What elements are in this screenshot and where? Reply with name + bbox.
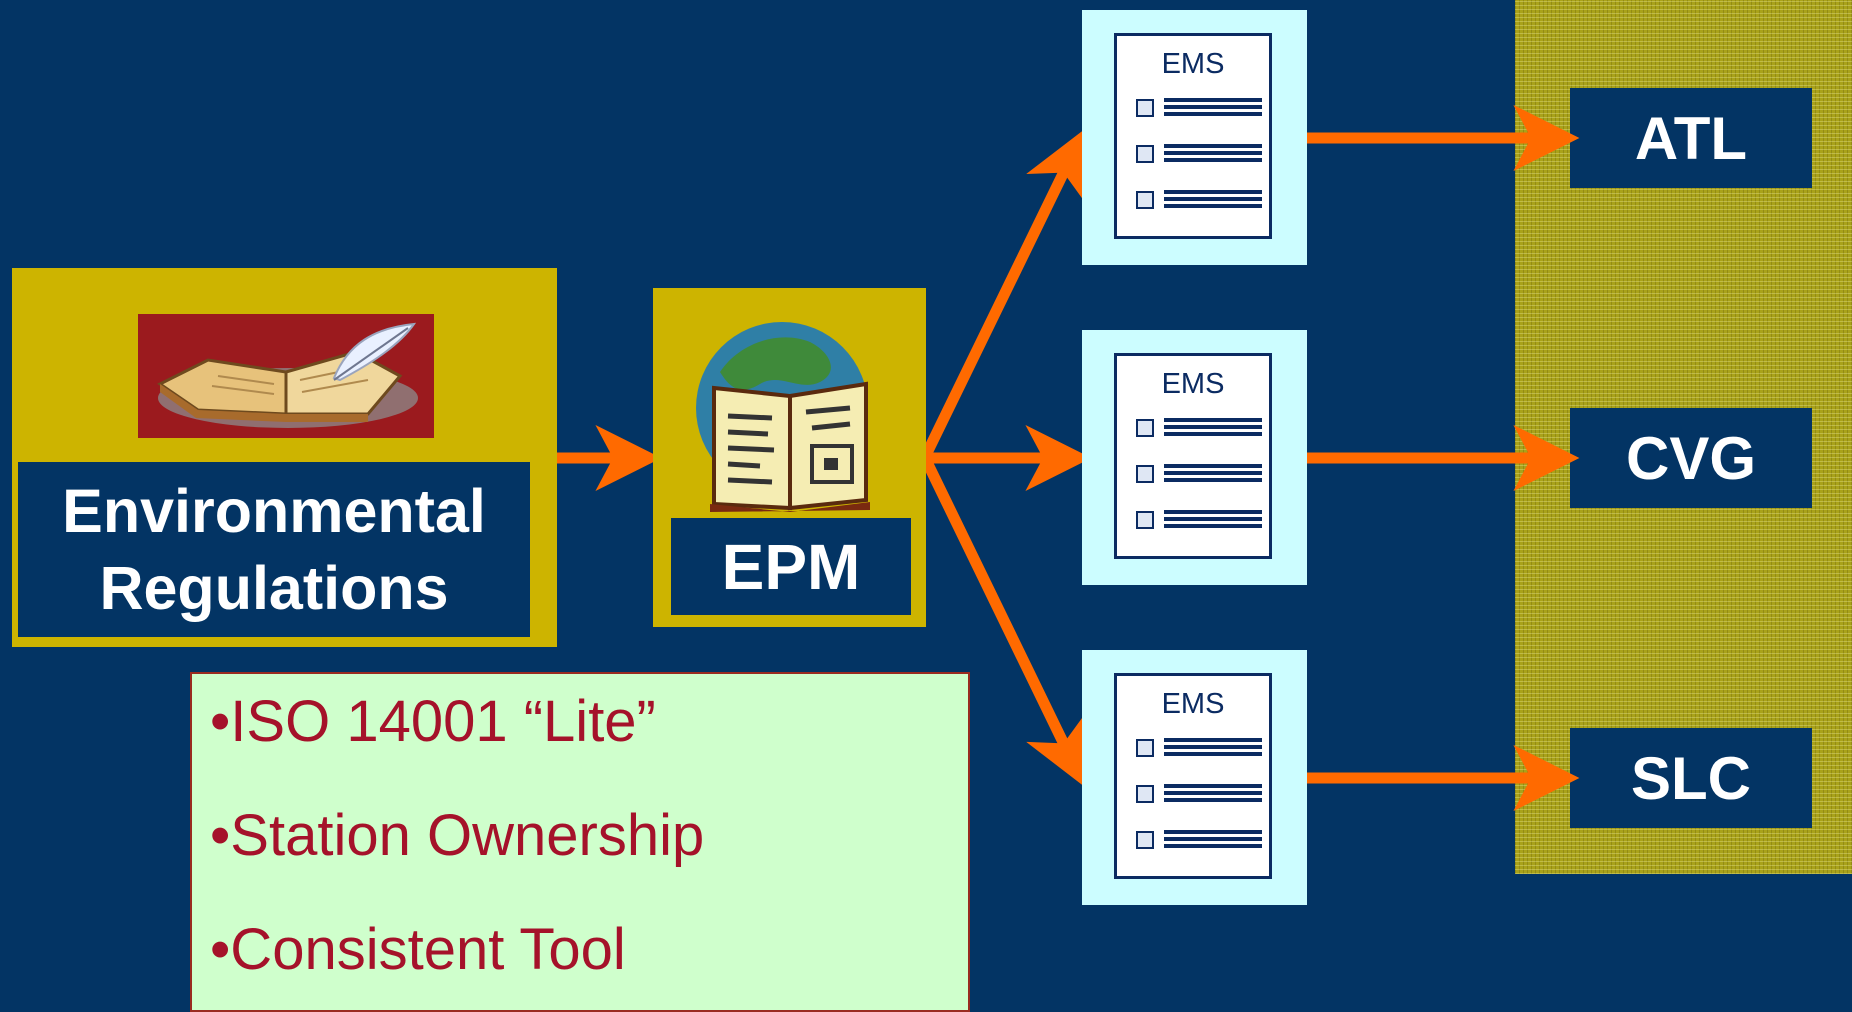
checklist-document-icon: EMS [1114, 673, 1272, 879]
epm-label: EPM [671, 518, 911, 615]
checkbox-icon [1136, 831, 1154, 849]
ems-title: EMS [1161, 48, 1225, 80]
ems-document-2: EMS [1082, 330, 1307, 585]
regulations-label-line1: Environmental [62, 476, 486, 545]
bullet-item: •ISO 14001 “Lite” [210, 689, 656, 754]
checkbox-icon [1136, 511, 1154, 529]
ems-document-1: EMS [1082, 10, 1307, 265]
checklist-row [1136, 142, 1262, 164]
checkbox-icon [1136, 785, 1154, 803]
checklist-row [1136, 462, 1262, 484]
checklist-row [1136, 96, 1262, 118]
globe-with-open-book-icon [690, 312, 890, 512]
site-cvg: CVG [1570, 408, 1812, 508]
key-points-box: •ISO 14001 “Lite” •Station Ownership •Co… [190, 672, 970, 1012]
bullet-item: •Station Ownership [210, 803, 705, 868]
checklist-row [1136, 188, 1262, 210]
ems-title: EMS [1161, 688, 1225, 720]
bullet-item: •Consistent Tool [210, 917, 626, 982]
checklist-row [1136, 782, 1262, 804]
checkbox-icon [1136, 145, 1154, 163]
open-book-with-quill-icon [138, 314, 434, 438]
checklist-document-icon: EMS [1114, 33, 1272, 239]
regulations-label: Environmental Regulations [18, 462, 530, 637]
checklist-row [1136, 736, 1262, 758]
checkbox-icon [1136, 465, 1154, 483]
site-atl: ATL [1570, 88, 1812, 188]
checkbox-icon [1136, 99, 1154, 117]
ems-document-3: EMS [1082, 650, 1307, 905]
site-slc: SLC [1570, 728, 1812, 828]
checkbox-icon [1136, 191, 1154, 209]
regulations-label-line2: Regulations [99, 553, 449, 622]
checkbox-icon [1136, 739, 1154, 757]
checklist-row [1136, 416, 1262, 438]
arrow-epm-to-ems-1 [921, 129, 1086, 458]
checkbox-icon [1136, 419, 1154, 437]
checklist-row [1136, 828, 1262, 850]
checklist-row [1136, 508, 1262, 530]
checklist-document-icon: EMS [1114, 353, 1272, 559]
arrow-epm-to-ems-3 [921, 457, 1086, 787]
ems-title: EMS [1161, 368, 1225, 400]
